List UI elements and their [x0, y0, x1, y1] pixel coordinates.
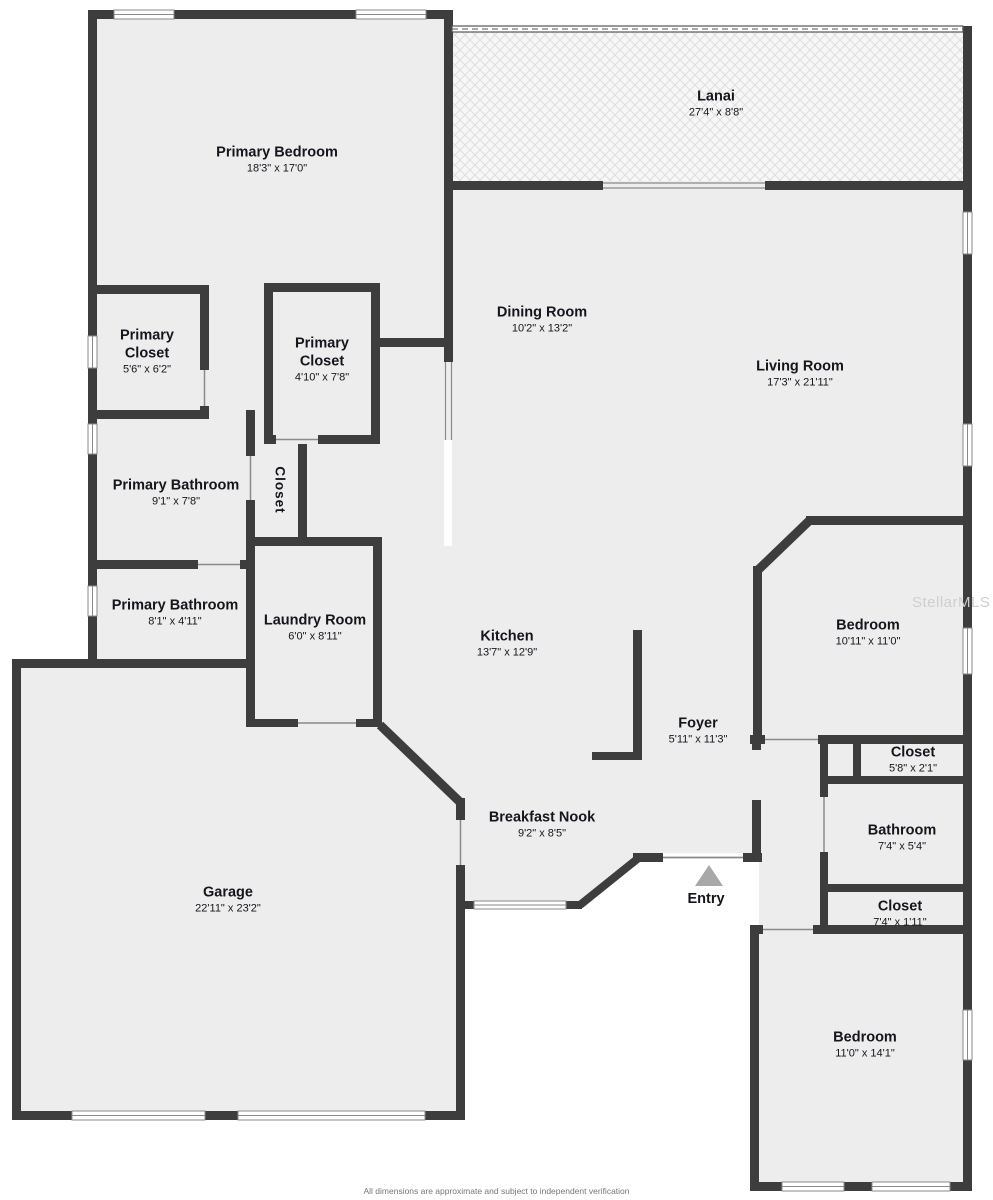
lanai-area — [452, 31, 963, 181]
entry-arrow-icon — [695, 865, 723, 886]
disclaimer-text: All dimensions are approximate and subje… — [363, 1186, 630, 1196]
windows — [71, 9, 973, 1192]
watermark: StellarMLS — [912, 594, 991, 611]
entry-label: Entry — [687, 891, 725, 907]
door-openings — [198, 181, 828, 934]
